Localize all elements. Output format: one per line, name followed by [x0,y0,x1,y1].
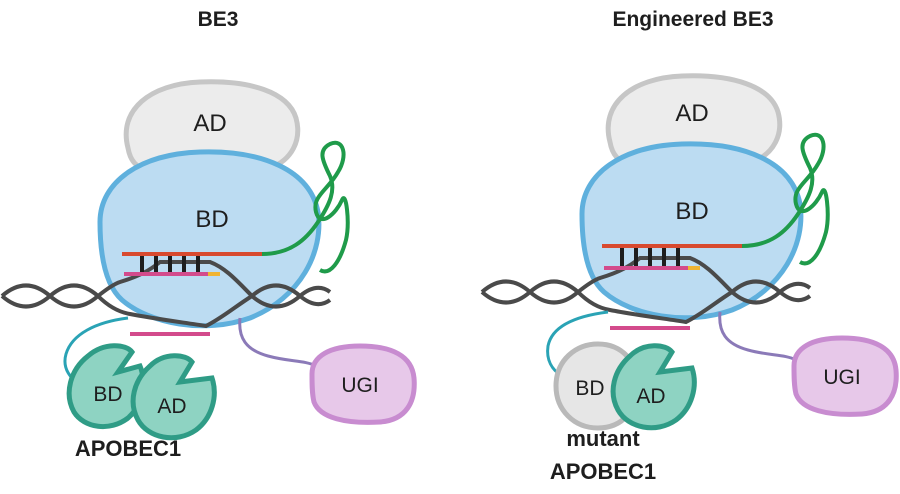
guide-rna-scaffold [261,140,350,274]
deaminase-caption-line2: APOBEC1 [550,459,656,484]
panel-title: Engineered BE3 [612,8,773,31]
apobec-bd-label: BD [575,377,604,400]
dna-strand-b [0,283,332,329]
linker-ugi [238,317,317,368]
linker-ugi [718,311,797,362]
cas9-ad-label: AD [193,110,226,137]
cas9-bd-label: BD [195,206,228,233]
apobec-bd-label: BD [93,383,122,406]
apobec-ad-label: AD [157,395,186,418]
apobec-bd-domain [66,343,146,430]
linker-apobec [546,310,609,378]
ugi-domain [309,343,417,425]
cas9-bd-label: BD [675,198,708,225]
cas9-bd-domain [97,149,322,329]
rna-dna-base-pairs [620,248,680,266]
panel-engineered-be3: Engineered BE3 AD BD BD AD UGI mutant AP… [480,8,899,484]
ugi-domain [791,335,899,417]
ugi-label: UGI [823,366,860,389]
guide-rna-scaffold [741,132,830,266]
deaminase-caption-line1: mutant [566,426,640,451]
apobec-ad-domain [610,343,697,431]
cas9-ad-label: AD [675,100,708,127]
apobec-ad-domain [130,353,217,441]
apobec-ad-label: AD [636,385,665,408]
rna-dna-base-pairs [140,256,200,272]
dna-strand-b [480,279,812,325]
panel-title: BE3 [198,8,239,31]
deaminase-caption: APOBEC1 [75,436,181,461]
cas9-bd-domain [579,141,804,321]
dna-strand-a [0,260,332,309]
ugi-label: UGI [341,374,378,397]
panel-be3: BE3 AD BD BD AD [0,8,417,461]
